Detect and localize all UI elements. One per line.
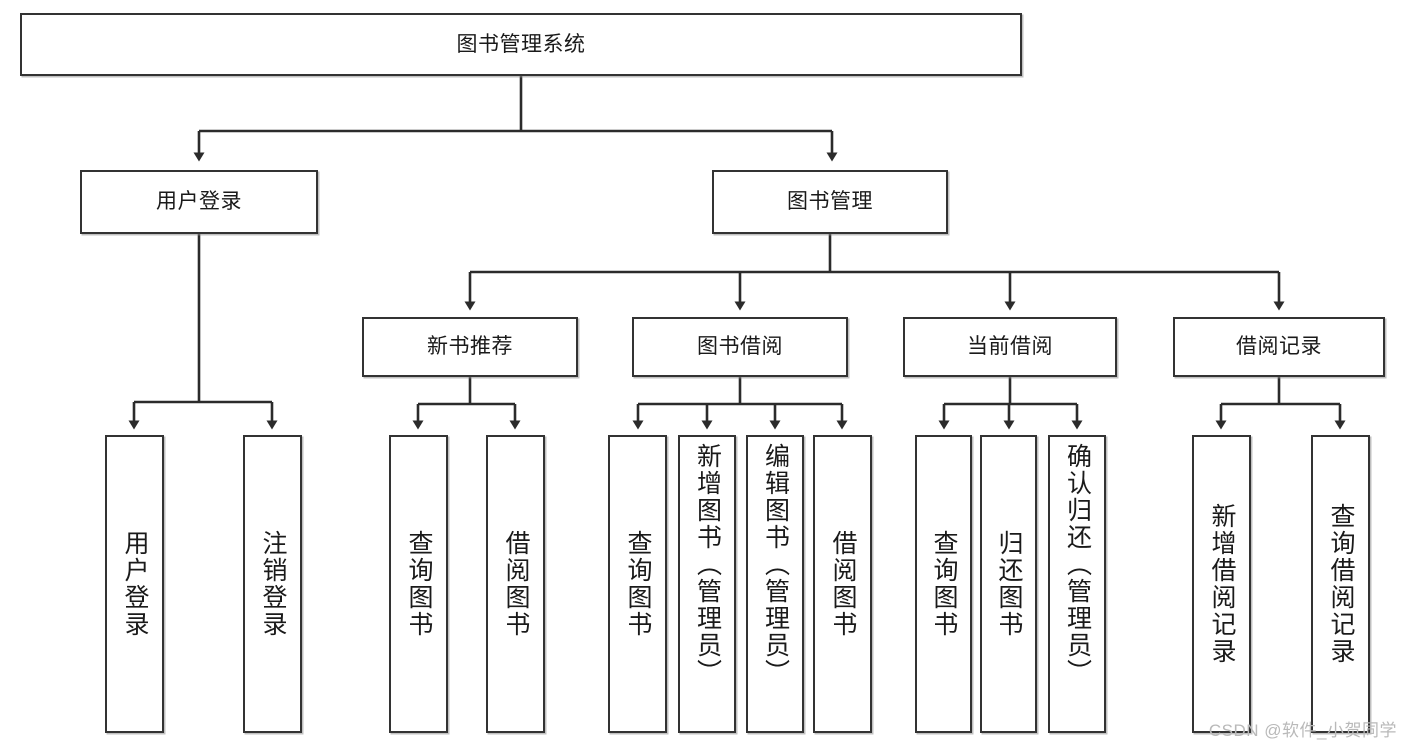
node-label: 用户登录 bbox=[156, 190, 242, 214]
leaf-current-return-book[interactable]: 归还图书 bbox=[980, 435, 1037, 733]
leaf-borrow-add-book-admin[interactable]: 新增图书（管理员） bbox=[678, 435, 736, 733]
node-label: 编辑图书（管理员） bbox=[761, 443, 790, 686]
leaf-current-query-book[interactable]: 查询图书 bbox=[915, 435, 972, 733]
node-label: 用户登录 bbox=[121, 530, 149, 638]
node-label: 借阅图书 bbox=[829, 530, 857, 638]
node-book-borrow[interactable]: 图书借阅 bbox=[632, 317, 848, 377]
node-label: 查询借阅记录 bbox=[1327, 503, 1355, 665]
leaf-borrow-edit-book-admin[interactable]: 编辑图书（管理员） bbox=[746, 435, 804, 733]
node-label: 确认归还（管理员） bbox=[1063, 443, 1092, 686]
node-label: 新增图书（管理员） bbox=[693, 443, 722, 686]
node-label: 注销登录 bbox=[259, 530, 287, 638]
node-user-login[interactable]: 用户登录 bbox=[80, 170, 318, 234]
node-label: 图书管理 bbox=[787, 190, 873, 214]
node-label: 查询图书 bbox=[624, 530, 652, 638]
node-label: 查询图书 bbox=[405, 530, 433, 638]
csdn-watermark: CSDN @软件_小贺同学 bbox=[1208, 721, 1397, 740]
node-book-management[interactable]: 图书管理 bbox=[712, 170, 948, 234]
node-label: 新增借阅记录 bbox=[1208, 503, 1236, 665]
node-label: 新书推荐 bbox=[427, 335, 513, 359]
leaf-new-book-borrow[interactable]: 借阅图书 bbox=[486, 435, 545, 733]
leaf-user-login-logout[interactable]: 注销登录 bbox=[243, 435, 302, 733]
node-label: 借阅记录 bbox=[1236, 335, 1322, 359]
node-new-book-recommend[interactable]: 新书推荐 bbox=[362, 317, 578, 377]
leaf-records-query-record[interactable]: 查询借阅记录 bbox=[1311, 435, 1370, 733]
node-label: 归还图书 bbox=[995, 530, 1023, 638]
leaf-new-book-query[interactable]: 查询图书 bbox=[389, 435, 448, 733]
node-label: 借阅图书 bbox=[502, 530, 530, 638]
leaf-current-confirm-return-admin[interactable]: 确认归还（管理员） bbox=[1048, 435, 1106, 733]
node-current-borrow[interactable]: 当前借阅 bbox=[903, 317, 1117, 377]
node-root-system[interactable]: 图书管理系统 bbox=[20, 13, 1022, 76]
leaf-borrow-query-book[interactable]: 查询图书 bbox=[608, 435, 667, 733]
leaf-user-login-login[interactable]: 用户登录 bbox=[105, 435, 164, 733]
node-label: 图书借阅 bbox=[697, 335, 783, 359]
leaf-borrow-borrow-book[interactable]: 借阅图书 bbox=[813, 435, 872, 733]
node-label: 图书管理系统 bbox=[456, 32, 586, 56]
leaf-records-add-record[interactable]: 新增借阅记录 bbox=[1192, 435, 1251, 733]
node-borrow-records[interactable]: 借阅记录 bbox=[1173, 317, 1385, 377]
node-label: 查询图书 bbox=[930, 530, 958, 638]
node-label: 当前借阅 bbox=[967, 335, 1053, 359]
